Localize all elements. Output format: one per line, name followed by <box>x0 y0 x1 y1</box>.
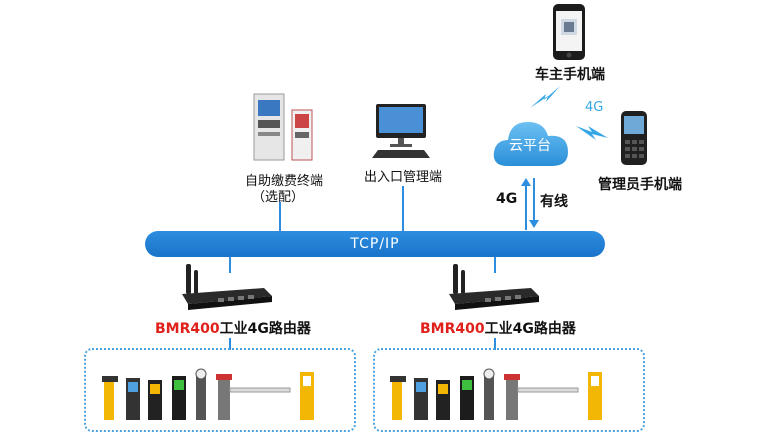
kiosk-label: 自助缴费终端 <box>245 174 324 189</box>
router-icon <box>178 262 274 314</box>
cloud-label: 云平台 <box>509 138 551 154</box>
admin-phone-label: 管理员手机端 <box>598 177 682 193</box>
kiosk-icon <box>248 90 318 162</box>
computer-icon <box>372 102 436 160</box>
router-type: 工业4G路由器 <box>484 321 576 337</box>
router-right-connector <box>494 257 496 273</box>
tcpip-bus: TCP/IP <box>145 231 605 257</box>
router-icon <box>445 262 541 314</box>
parking-equipment-icon <box>96 368 326 422</box>
kiosk-connector <box>279 202 281 232</box>
router-right-down <box>494 338 496 350</box>
cloud-icon <box>490 112 572 170</box>
owner-phone-label: 车主手机端 <box>535 67 605 83</box>
exit-terminal-label: 出入口管理端 <box>364 170 443 185</box>
owner-phone-icon <box>552 3 586 61</box>
router-left-connector <box>229 257 231 273</box>
link-4g-right: 4G <box>585 100 604 115</box>
kiosk-note: （选配） <box>252 190 305 205</box>
wireless-link-icon <box>574 122 610 142</box>
router-left-down <box>229 338 231 350</box>
exit-terminal-connector <box>402 186 404 232</box>
router-brand: BMR400 <box>155 321 220 337</box>
router-left-label: BMR400工业4G路由器 <box>155 318 311 338</box>
router-type: 工业4G路由器 <box>219 321 311 337</box>
admin-phone-icon <box>620 110 648 166</box>
parking-equipment-icon <box>384 368 614 422</box>
router-right-label: BMR400工业4G路由器 <box>420 318 576 338</box>
router-brand: BMR400 <box>420 321 485 337</box>
wireless-link-icon <box>528 84 562 110</box>
link-4g-left: 4G <box>496 191 518 207</box>
link-wired: 有线 <box>540 194 568 210</box>
bidirectional-arrow-icon <box>518 176 542 232</box>
